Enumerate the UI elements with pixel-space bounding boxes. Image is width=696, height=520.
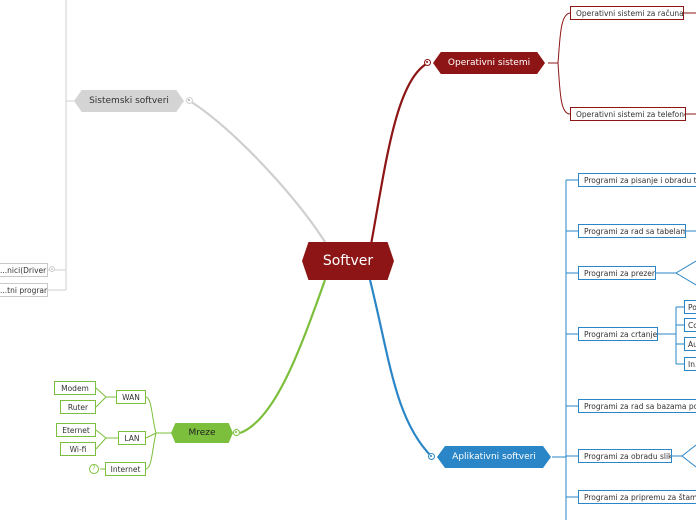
collapse-toggle-os-icon[interactable] (424, 59, 431, 66)
connector-crtanje-children (658, 306, 684, 365)
app-item-presentations[interactable]: Programi za prezentacije (578, 266, 656, 280)
net-group-lan[interactable]: LAN (118, 431, 146, 445)
connector-root-system (189, 100, 331, 251)
collapse-toggle-net-icon[interactable] (233, 429, 240, 436)
branch-os[interactable]: Operativni sistemi (433, 52, 545, 74)
note-badge-icon[interactable]: ? (89, 464, 99, 474)
connector-app-tails (656, 230, 696, 468)
system-item-dot-icon (49, 266, 55, 272)
connector-system-items (48, 0, 75, 291)
connector-wan-children (95, 387, 116, 408)
connector-root-os (368, 62, 429, 251)
net-group-wan[interactable]: WAN (116, 390, 146, 404)
branch-net[interactable]: Mreze (171, 423, 233, 443)
connector-lan-children (95, 429, 118, 450)
branch-system-label: Sistemski softveri (89, 96, 169, 106)
root-node[interactable]: Softver (302, 242, 394, 280)
system-item-utilities[interactable]: ...tni programi (0, 283, 48, 297)
connector-app-items (566, 179, 578, 498)
collapse-toggle-app-icon[interactable] (428, 453, 435, 460)
net-group-internet[interactable]: Internet (105, 462, 146, 476)
connector-root-app (368, 279, 433, 458)
crtanje-child-2[interactable]: Co... (684, 318, 696, 332)
os-item-phones[interactable]: Operativni sistemi za telefone (570, 107, 686, 121)
connector-app-trunk (552, 180, 567, 520)
app-item-text[interactable]: Programi za pisanje i obradu tek... (578, 173, 696, 187)
branch-app-label: Aplikativni softveri (452, 452, 536, 462)
branch-os-label: Operativni sistemi (447, 58, 531, 68)
root-label: Softver (322, 253, 374, 269)
connector-os-items (548, 12, 571, 115)
crtanje-child-4[interactable]: In... (684, 357, 696, 371)
branch-app[interactable]: Aplikativni softveri (437, 446, 551, 468)
app-item-databases[interactable]: Programi za rad sa bazama pod... (578, 399, 696, 413)
system-item-drivers[interactable]: ...nici(Driver) (0, 263, 48, 277)
connector-root-net (239, 279, 327, 435)
app-item-print-prep[interactable]: Programi za pripremu za štampu (578, 490, 696, 504)
lan-child-eternet[interactable]: Eternet (56, 423, 96, 437)
app-item-image-editing[interactable]: Programi za obradu slika (578, 449, 672, 463)
crtanje-child-3[interactable]: Au... (684, 337, 696, 351)
lan-child-wifi[interactable]: Wi-fi (60, 442, 96, 456)
wan-child-modem[interactable]: Modem (54, 381, 96, 395)
wan-child-ruter[interactable]: Ruter (60, 400, 96, 414)
os-item-computers[interactable]: Operativni sistemi za računare (570, 6, 684, 20)
connector-os-tail (684, 12, 696, 115)
collapse-toggle-system-icon[interactable] (186, 97, 193, 104)
app-item-spreadsheets[interactable]: Programi za rad sa tabelama (578, 224, 686, 238)
connector-net-groups (145, 396, 172, 470)
branch-system[interactable]: Sistemski softveri (74, 90, 184, 112)
branch-net-label: Mreze (188, 428, 216, 438)
crtanje-child-1[interactable]: Po... (684, 300, 696, 314)
app-item-drawing[interactable]: Programi za crtanje (578, 327, 658, 341)
